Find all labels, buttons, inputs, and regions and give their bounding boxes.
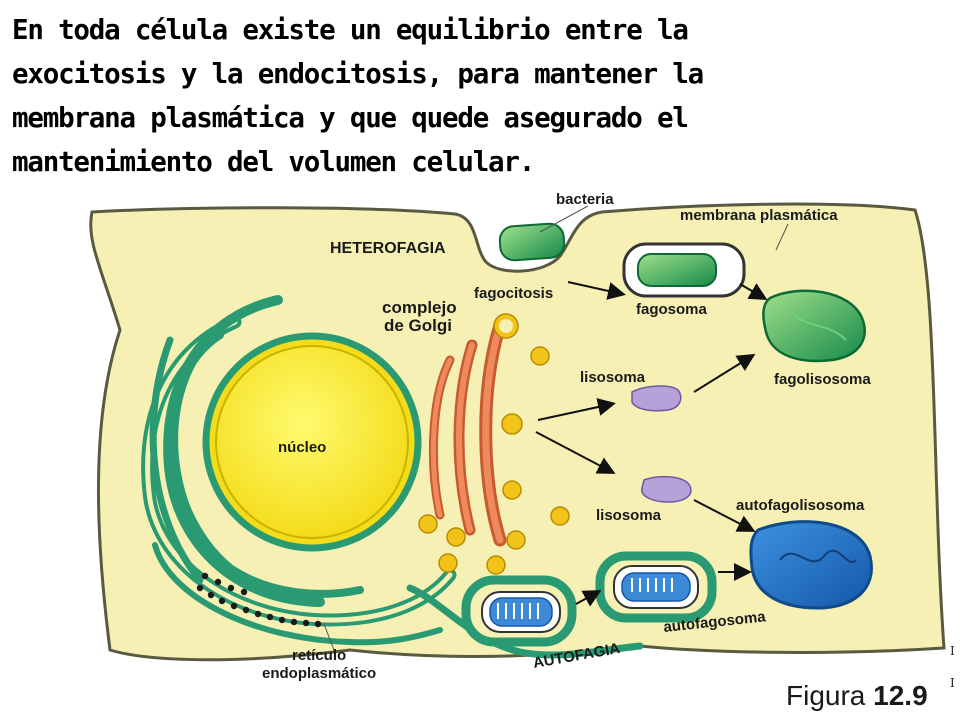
label-heterofagia: HETEROFAGIA bbox=[330, 240, 446, 257]
label-fagocitosis: fagocitosis bbox=[474, 285, 553, 302]
figure-caption: Figura 12.9 bbox=[786, 680, 928, 712]
caption-prefix: Figura bbox=[786, 680, 866, 711]
label-lisosoma-bottom: lisosoma bbox=[596, 507, 662, 524]
vesicles bbox=[418, 313, 570, 575]
fagolisosoma bbox=[762, 289, 866, 363]
golgi-complex bbox=[428, 318, 507, 547]
lisosoma-bottom bbox=[641, 475, 692, 503]
label-nucleo: núcleo bbox=[278, 439, 326, 456]
mitochondrion-autofagia bbox=[461, 575, 577, 647]
bacteria bbox=[498, 222, 566, 262]
heading-line: membrana plasmática y que quede asegurad… bbox=[12, 102, 689, 134]
label-golgi: de Golgi bbox=[384, 316, 452, 335]
label-complejo: complejo bbox=[382, 298, 457, 317]
autofagosoma bbox=[595, 551, 717, 623]
label-fagosoma: fagosoma bbox=[636, 301, 708, 318]
endoplasmic-reticulum bbox=[141, 295, 644, 659]
label-bacteria: bacteria bbox=[556, 191, 614, 208]
label-membrana: membrana plasmática bbox=[680, 207, 838, 224]
ribosomes bbox=[196, 572, 322, 628]
arrow-icon bbox=[535, 281, 768, 607]
label-fagolisosoma: fagolisosoma bbox=[774, 371, 871, 388]
label-endoplasmatico: endoplasmático bbox=[262, 665, 376, 682]
lisosoma-top bbox=[631, 385, 682, 412]
autofagolisosoma bbox=[749, 520, 873, 610]
edge-glyph: I bbox=[950, 644, 955, 658]
heading-text: En toda célula existe un equilibrio entr… bbox=[12, 8, 912, 184]
label-lisosoma-top: lisosoma bbox=[580, 369, 646, 386]
label-reticulo: retículo bbox=[292, 647, 346, 664]
fagosoma bbox=[622, 242, 746, 298]
heading-line: En toda célula existe un equilibrio entr… bbox=[12, 14, 689, 46]
caption-number: 12.9 bbox=[873, 680, 928, 711]
heading-line: mantenimiento del volumen celular. bbox=[12, 146, 535, 178]
heading-line: exocitosis y la endocitosis, para manten… bbox=[12, 58, 704, 90]
label-autofagolisosoma: autofagolisosoma bbox=[736, 497, 865, 514]
edge-glyph: I bbox=[950, 676, 955, 690]
